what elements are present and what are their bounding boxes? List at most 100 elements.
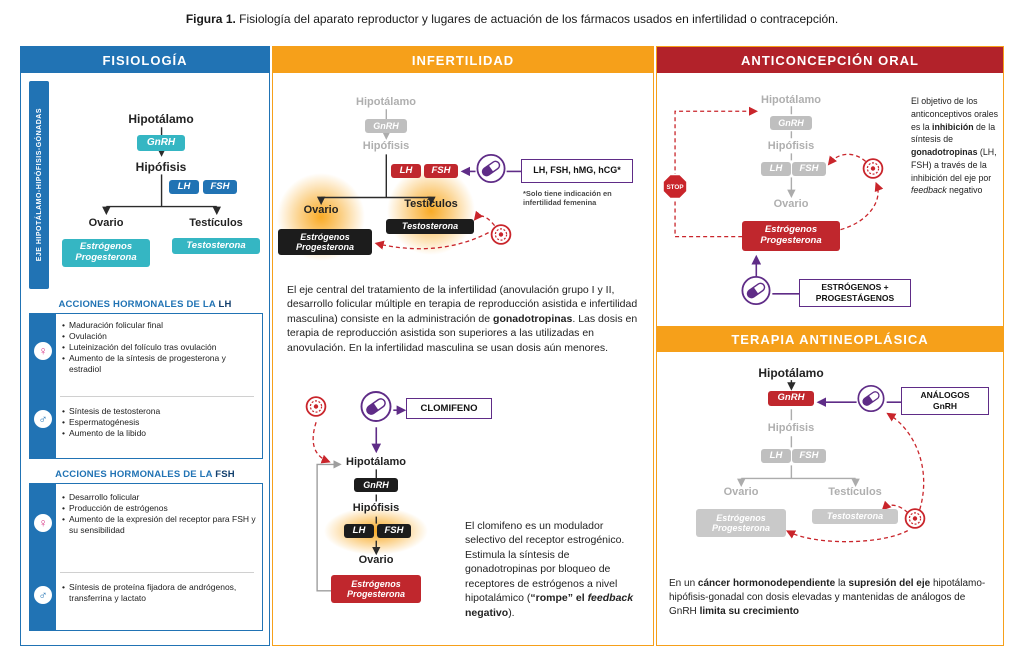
fsh-badge: FSH [203, 180, 237, 194]
node-hipotalamo: Hipotálamo [758, 366, 824, 380]
lh-badge: LH [761, 162, 791, 176]
node-testiculos: Testículos [828, 486, 882, 498]
svg-text:STOP: STOP [666, 184, 683, 191]
node-ovario: Ovario [303, 204, 339, 216]
caption-number: Figura 1. [185, 12, 236, 26]
node-hipofisis: Hipófisis [352, 502, 400, 514]
target-icon [490, 224, 512, 251]
lh-badge: LH [169, 180, 199, 194]
gonadotropins-drug-box: LH, FSH, hMG, hCG* [521, 159, 633, 183]
anticonceptivos-drug-box: ESTRÓGENOS +PROGESTÁGENOS [799, 279, 911, 307]
list-item: Luteinización del folículo tras ovulació… [62, 342, 256, 353]
testosterona-badge: Testosterona [812, 509, 898, 524]
anticoncepcion-header: ANTICONCEPCIÓN ORAL [657, 47, 1003, 73]
list-item: Aumento de la síntesis de progesterona y… [62, 353, 256, 375]
highlight-glow [387, 167, 475, 255]
node-testiculos: Testículos [404, 198, 458, 210]
list-item: Espermatogénesis [62, 417, 256, 428]
fsh-badge: FSH [792, 162, 826, 176]
lh-badge: LH [344, 524, 374, 538]
divider [60, 572, 254, 573]
gnrh-badge: GnRH [137, 135, 185, 151]
node-ovario: Ovario [773, 198, 809, 210]
list-item: Aumento de la expresión del receptor par… [62, 514, 256, 536]
gnrh-badge: GnRH [365, 119, 407, 133]
target-icon [305, 396, 327, 423]
lh-male-list: Síntesis de testosterona Espermatogénesi… [62, 406, 256, 439]
node-hipofisis: Hipófisis [362, 140, 410, 152]
node-ovario: Ovario [358, 554, 394, 566]
gnrh-badge: GnRH [770, 116, 812, 130]
fsh-actions-title: ACCIONES HORMONALES DE LA FSH [55, 469, 235, 480]
testosterona-badge: Testosterona [172, 238, 260, 254]
node-ovario: Ovario [88, 217, 124, 229]
fsh-badge: FSH [792, 449, 826, 463]
list-item: Ovulación [62, 331, 256, 342]
fsh-actions-box: ♀ ♂ Desarrollo folicular Producción de e… [29, 483, 263, 631]
clomifeno-paragraph: El clomifeno es un modulador selectivo d… [465, 520, 634, 619]
gnrh-badge: GnRH [768, 391, 814, 406]
node-hipofisis: Hipófisis [135, 160, 187, 174]
pill-icon [741, 275, 771, 311]
target-icon [904, 508, 926, 535]
infertilidad-paragraph: El eje central del tratamiento de la inf… [287, 284, 638, 354]
axis-vertical-label: EJE HIPOTÁLAMO-HIPÓFISIS-GÓNADAS [29, 81, 49, 289]
male-icon: ♂ [34, 586, 52, 604]
stop-icon: STOP [662, 173, 688, 205]
infertilidad-header: INFERTILIDAD [273, 47, 653, 73]
node-hipotalamo: Hipotálamo [346, 456, 406, 468]
figure-caption: Figura 1. Fisiología del aparato reprodu… [0, 12, 1024, 26]
caption-text: Fisiología del aparato reproductor y lug… [235, 12, 839, 26]
node-hipotalamo: Hipotálamo [128, 112, 194, 126]
lh-actions-title: ACCIONES HORMONALES DE LA LH [58, 299, 232, 310]
node-hipotalamo: Hipotálamo [761, 94, 821, 106]
fsh-badge: FSH [424, 164, 458, 178]
gnrh-badge: GnRH [354, 478, 398, 492]
list-item: Síntesis de proteína fijadora de andróge… [62, 582, 256, 604]
footnote: *Solo tiene indicación en infertilidad f… [523, 189, 612, 208]
panel-anticoncepcion-terapia: ANTICONCEPCIÓN ORAL Hipotálamo GnRH Hipó… [656, 46, 1004, 646]
divider [60, 396, 254, 397]
highlight-glow [324, 507, 428, 555]
list-item: Desarrollo folicular [62, 492, 256, 503]
lh-actions-strip [30, 314, 56, 458]
lh-female-list: Maduración folicular final Ovulación Lut… [62, 320, 256, 375]
node-ovario: Ovario [723, 486, 759, 498]
fsh-actions-strip [30, 484, 56, 630]
male-icon: ♂ [34, 410, 52, 428]
terapia-bottom-text: En un cáncer hormonodependiente la supre… [669, 578, 986, 617]
node-hipotalamo: Hipotálamo [356, 96, 416, 108]
lh-badge: LH [761, 449, 791, 463]
list-item: Maduración folicular final [62, 320, 256, 331]
testosterona-badge: Testosterona [386, 219, 474, 234]
node-testiculos: Testículos [189, 217, 243, 229]
clomifeno-drug-box: CLOMIFENO [406, 398, 492, 419]
node-hipofisis: Hipófisis [767, 422, 815, 434]
lh-actions-box: ♀ ♂ Maduración folicular final Ovulación… [29, 313, 263, 459]
pill-icon [476, 153, 506, 189]
list-item: Síntesis de testosterona [62, 406, 256, 417]
female-icon: ♀ [34, 342, 52, 360]
lh-badge: LH [391, 164, 421, 178]
panel-infertilidad: INFERTILIDAD Hipotálamo GnRH Hipófisis L… [272, 46, 654, 646]
fsh-male-list: Síntesis de proteína fijadora de andróge… [62, 582, 256, 604]
list-item: Aumento de la libido [62, 428, 256, 439]
pill-icon [360, 391, 392, 428]
fsh-badge: FSH [377, 524, 411, 538]
fsh-female-list: Desarrollo folicular Producción de estró… [62, 492, 256, 536]
panel-fisiologia: FISIOLOGÍA EJE HIPOTÁLAMO-HIPÓFISIS-GÓNA… [20, 46, 270, 646]
terapia-header: TERAPIA ANTINEOPLÁSICA [657, 326, 1003, 352]
fisiologia-header: FISIOLOGÍA [21, 47, 269, 73]
female-icon: ♀ [34, 514, 52, 532]
node-hipofisis: Hipófisis [767, 140, 815, 152]
anticoncepcion-side-text: El objetivo de los anticonceptivos orale… [911, 96, 999, 196]
list-item: Producción de estrógenos [62, 503, 256, 514]
pill-icon [857, 384, 885, 418]
